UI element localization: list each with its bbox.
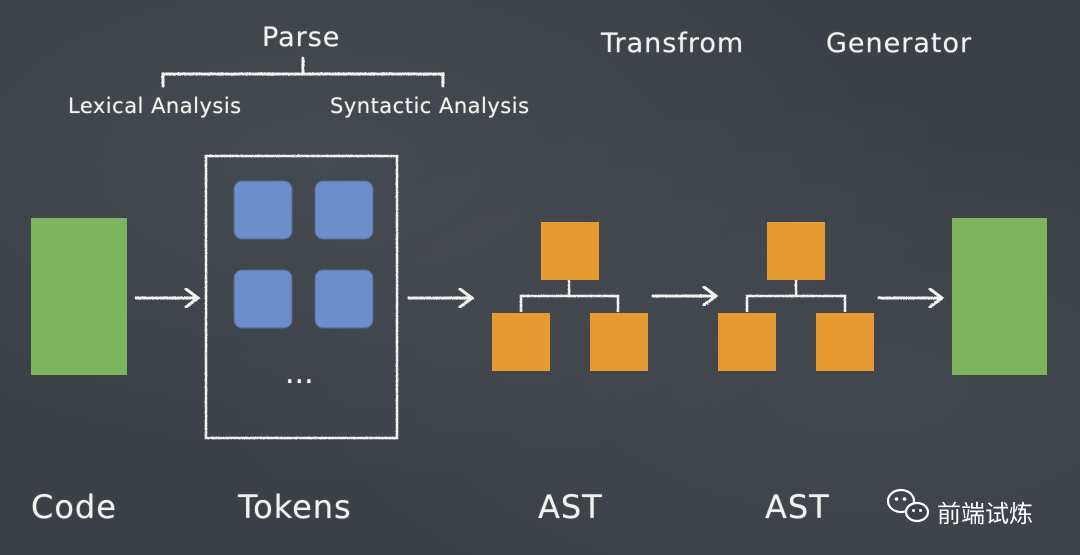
token-tile xyxy=(233,180,293,240)
ast-label-2: AST xyxy=(765,488,830,526)
code-block xyxy=(31,218,127,375)
parse-bracket xyxy=(161,56,445,88)
arrow-ast-to-code xyxy=(877,287,945,309)
ast-node xyxy=(718,313,776,371)
parse-label: Parse xyxy=(262,22,341,53)
ast-node xyxy=(492,313,550,371)
generator-label: Generator xyxy=(826,28,973,59)
syntactic-analysis-label: Syntactic Analysis xyxy=(330,94,530,118)
lexical-analysis-label: Lexical Analysis xyxy=(68,94,242,118)
tokens-ellipsis: ... xyxy=(285,356,314,391)
token-tile xyxy=(314,269,374,329)
output-code-block xyxy=(952,218,1047,375)
ast-tree-2 xyxy=(718,222,874,371)
ast-node xyxy=(590,313,648,371)
ast-label-1: AST xyxy=(538,488,603,526)
token-tile xyxy=(233,269,293,329)
ast-node xyxy=(541,222,599,280)
transform-label: Transfrom xyxy=(601,28,745,59)
token-tiles xyxy=(233,180,374,329)
tokens-container xyxy=(204,154,399,440)
wechat-icon xyxy=(886,488,930,523)
ast-tree-1 xyxy=(492,222,648,371)
arrow-code-to-tokens xyxy=(134,287,201,309)
code-label: Code xyxy=(31,488,117,526)
tokens-label: Tokens xyxy=(238,488,352,526)
watermark-text: 前端试炼 xyxy=(937,500,1033,528)
ast-node xyxy=(816,313,874,371)
arrow-tokens-to-ast xyxy=(407,287,475,309)
token-tile xyxy=(314,180,374,240)
ast-node xyxy=(767,222,825,280)
arrow-ast-to-ast xyxy=(651,285,719,307)
